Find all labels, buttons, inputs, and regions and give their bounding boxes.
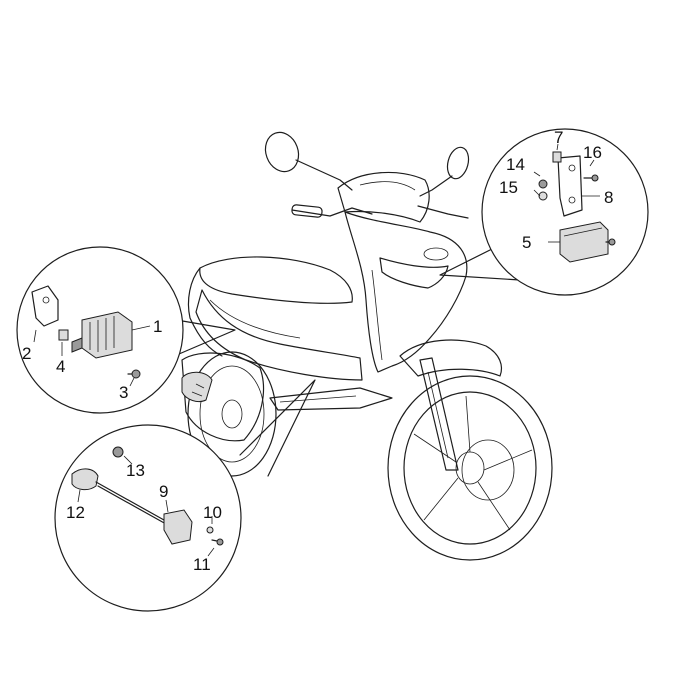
part-14-nut [538, 179, 548, 189]
part-12-cap [71, 468, 99, 491]
detail-circle-sensor [54, 424, 242, 612]
callout-3: 3 [119, 383, 128, 402]
right-mirror [419, 146, 470, 197]
callout-9: 9 [159, 482, 168, 501]
callout-11: 11 [193, 555, 211, 574]
callout-5: 5 [522, 233, 531, 252]
callout-13: 13 [126, 461, 145, 480]
callout-2: 2 [22, 344, 31, 363]
seat-and-rear-body [187, 256, 363, 381]
part-7-clip [552, 151, 562, 163]
part-16-screw [583, 174, 599, 182]
part-10-washer [206, 526, 214, 534]
callout-4: 4 [56, 357, 65, 376]
front-fender-and-fork [399, 339, 503, 471]
callout-14: 14 [506, 155, 525, 174]
part-1-voltage-regulator [71, 311, 133, 359]
detail-circle-cdi [481, 128, 649, 296]
part-15-washer [538, 191, 548, 201]
part-11-screw [211, 538, 224, 546]
left-mirror [264, 131, 353, 191]
handlebar [291, 171, 469, 223]
scooter-illustration [181, 131, 553, 561]
callout-10: 10 [203, 503, 222, 522]
part-2-bracket [31, 285, 59, 327]
part-4-clip [58, 329, 69, 341]
part-8-bracket [557, 155, 583, 217]
callout-16: 16 [583, 143, 602, 162]
detail-circle-regulator [16, 246, 184, 414]
part-13-nut [112, 446, 124, 458]
rear-wheel [187, 351, 277, 477]
callout-1: 1 [153, 317, 162, 336]
part-3-screw [127, 369, 141, 379]
front-wheel [387, 375, 553, 561]
zoom-leader-lines [164, 244, 521, 477]
part-5-cdi-unit [559, 221, 616, 263]
callout-labels: 1 2 3 4 5 7 8 9 10 11 12 13 14 15 16 [22, 128, 613, 574]
callout-8: 8 [604, 188, 613, 207]
callout-12: 12 [66, 503, 85, 522]
front-body [344, 211, 468, 373]
floorboard [269, 387, 393, 411]
engine-assembly [181, 352, 265, 442]
callout-7: 7 [554, 128, 563, 147]
part-9-sensor-cable [95, 481, 193, 545]
callout-15: 15 [499, 178, 518, 197]
